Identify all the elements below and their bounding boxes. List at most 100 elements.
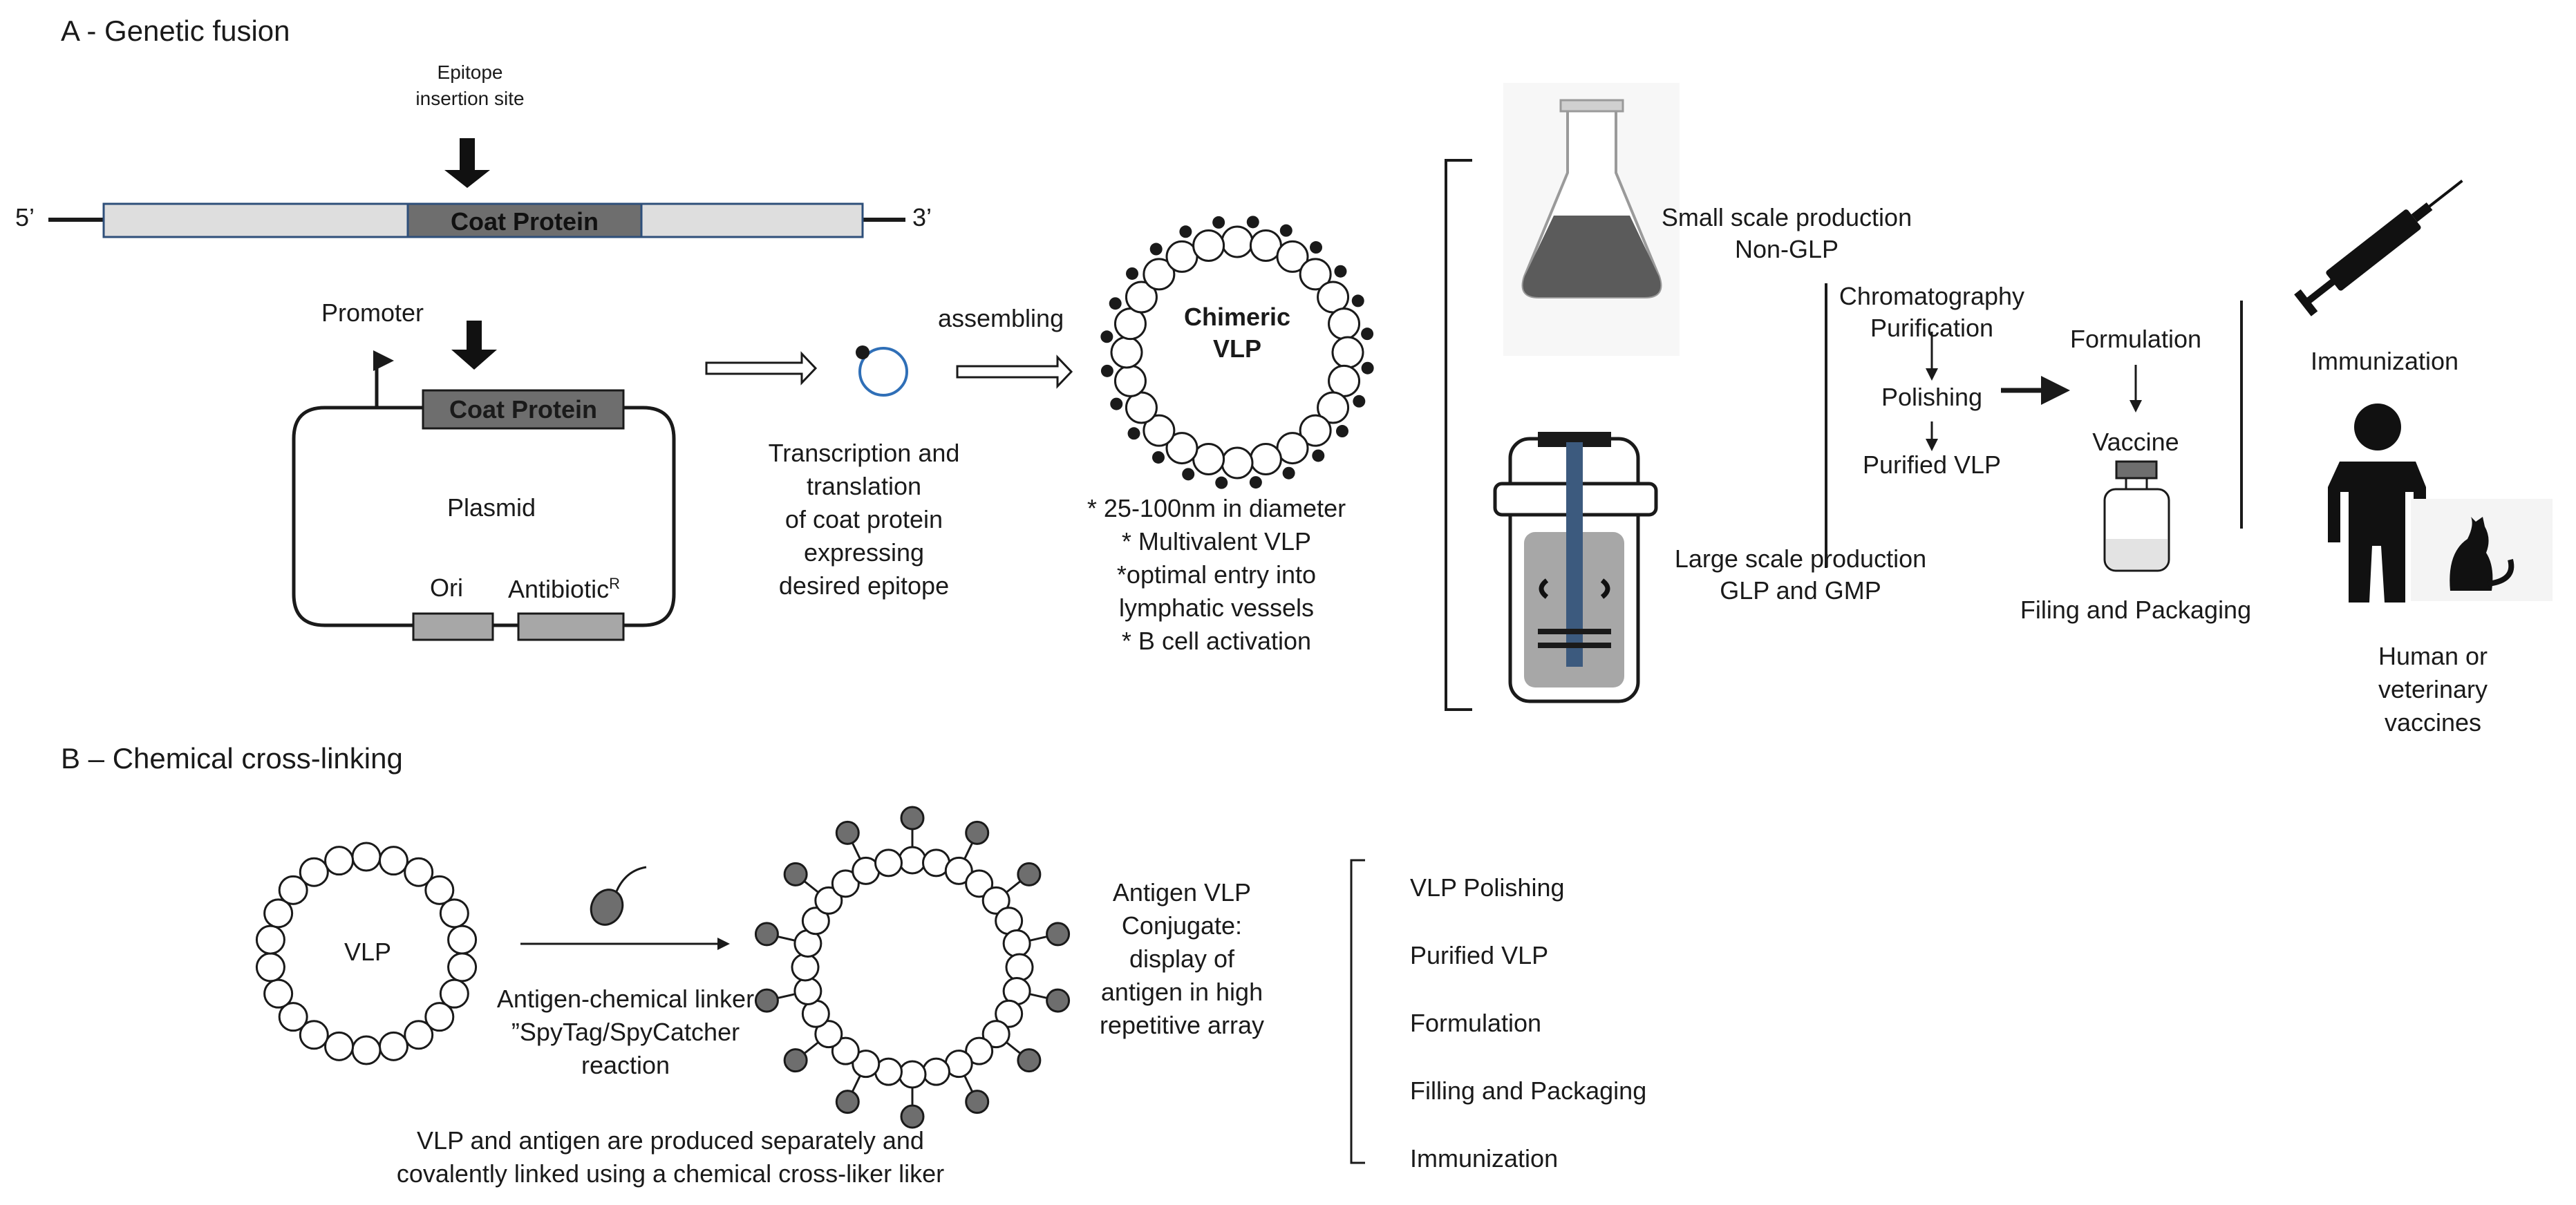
epitope-insertion-label: Epitope insertion site: [415, 61, 525, 109]
vlp-subunit: [981, 886, 1010, 915]
vlp-subunit: [814, 1020, 843, 1049]
polishing-label: Polishing: [1881, 383, 1983, 411]
vlp-subunit: [1317, 391, 1350, 424]
epitope-dot: [1100, 364, 1113, 377]
large-scale-label: Large scale production GLP and GMP: [1674, 544, 1927, 605]
vlp-subunit: [1002, 929, 1031, 958]
epitope-dot: [1126, 267, 1139, 280]
vlp-subunit: [1299, 258, 1332, 291]
vlp-subunit: [801, 907, 830, 936]
vlp-subunit: [351, 842, 382, 872]
vlp-subunit: [965, 869, 994, 898]
antigen: [900, 1104, 925, 1129]
vlp-subunit: [898, 1060, 927, 1089]
vlp-subunit: [1249, 443, 1282, 476]
three-prime-label: 3’: [912, 203, 932, 231]
epitope-dot: [856, 345, 869, 359]
antibiotic-text: Antibiotic: [508, 575, 610, 603]
vlp-subunit: [1143, 414, 1176, 447]
epitope-dot: [1312, 449, 1325, 462]
coat-protein-monomer: [858, 347, 908, 397]
vlp-subunit: [278, 1002, 308, 1032]
small-scale-label: Small scale production Non-GLP: [1661, 203, 1912, 263]
epitope-dot: [1351, 294, 1364, 307]
epitope-dot: [1335, 425, 1348, 438]
linker-label: Antigen-chemical linker ”SpyTag/SpyCatch…: [496, 985, 755, 1079]
epitope-dot: [1212, 216, 1225, 229]
antigen-linker: [802, 1041, 819, 1056]
epitope-dot: [1215, 476, 1228, 489]
chimeric-vlp: [1100, 216, 1374, 489]
vlp-subunit: [1192, 229, 1225, 262]
antigen-linker: [802, 879, 819, 893]
bottom-note-label: VLP and antigen are produced separately …: [396, 1126, 945, 1188]
vlp-subunit: [898, 846, 927, 875]
plain-vlp: [255, 842, 478, 1065]
step-immunization: Immunization: [1410, 1144, 1559, 1173]
chimeric-vlp-label: Chimeric VLP: [1183, 303, 1291, 363]
plasmid-coat-protein: [422, 389, 625, 430]
epitope-dot: [1361, 328, 1374, 341]
vlp-subunit: [1110, 336, 1143, 369]
antigen: [1017, 1048, 1042, 1073]
antigen: [900, 806, 925, 831]
syringe-icon: [2294, 179, 2463, 316]
antigen: [754, 922, 779, 947]
human-icon: [2328, 404, 2426, 602]
vlp-subunit: [255, 924, 285, 955]
promoter-label: Promoter: [321, 298, 424, 327]
gene-left-segment: [102, 202, 409, 238]
vlp-subunit: [351, 1035, 382, 1065]
antigen-linker: [963, 841, 974, 860]
vaccine-vial-icon: [2103, 460, 2170, 572]
antigen-linker: [851, 841, 861, 860]
antibiotic-box: [517, 612, 625, 641]
antigen: [965, 1090, 990, 1114]
vlp-subunit: [1221, 446, 1254, 480]
epitope-dot: [1282, 466, 1295, 480]
vaccine-label: Vaccine: [2092, 428, 2179, 456]
antigen-linker: [775, 993, 796, 1000]
vlp-properties-label: * 25-100nm in diameter * Multivalent VLP…: [1087, 494, 1346, 655]
plasmid-label: Plasmid: [447, 493, 536, 522]
antibiotic-label: AntibioticR: [508, 568, 620, 605]
five-prime-label: 5’: [15, 203, 35, 231]
epitope-dot: [1109, 297, 1122, 310]
epitope-dot: [1310, 241, 1323, 254]
step-formulation: Formulation: [1410, 1009, 1542, 1037]
open-arrow-1: [705, 351, 818, 386]
section-a-title: A - Genetic fusion: [61, 15, 290, 47]
epitope-dot: [1279, 224, 1292, 237]
chromatography-label: Chromatography Purification: [1839, 282, 2025, 342]
vlp-subunit: [1143, 258, 1176, 291]
vlp-subunit: [378, 846, 408, 876]
antigen: [1017, 862, 1042, 886]
vlp-subunit: [299, 857, 329, 887]
epitope-dot: [1149, 243, 1163, 256]
human-veterinary-label: Human or veterinary vaccines: [2378, 642, 2488, 737]
insertion-arrow: [444, 138, 490, 188]
flask-icon: [1503, 83, 1680, 356]
plain-vlp-label: VLP: [344, 938, 392, 966]
epitope-dot: [1110, 397, 1123, 410]
antigen: [835, 1090, 860, 1114]
epitope-dot: [1353, 395, 1366, 408]
step-vlp-polishing: VLP Polishing: [1410, 873, 1565, 902]
cat-icon: [2411, 499, 2553, 601]
formulation-label: Formulation: [2069, 325, 2202, 353]
epitope-dot: [1182, 468, 1195, 481]
antigen: [754, 988, 779, 1013]
antigen-linker: [851, 1075, 861, 1094]
filing-packaging-label: Filing and Packaging: [2020, 596, 2252, 624]
antibiotic-superscript: R: [609, 575, 620, 592]
epitope-dot: [1246, 216, 1259, 229]
vlp-subunit: [831, 1036, 860, 1065]
antigen: [783, 862, 808, 886]
epitope-dot: [1361, 361, 1374, 374]
open-arrow-2: [956, 354, 1073, 389]
vlp-subunit: [965, 1036, 994, 1065]
vlp-subunit: [255, 952, 285, 983]
antigen: [1046, 922, 1071, 947]
vlp-subunit: [831, 869, 860, 898]
vlp-subunit: [439, 898, 469, 929]
